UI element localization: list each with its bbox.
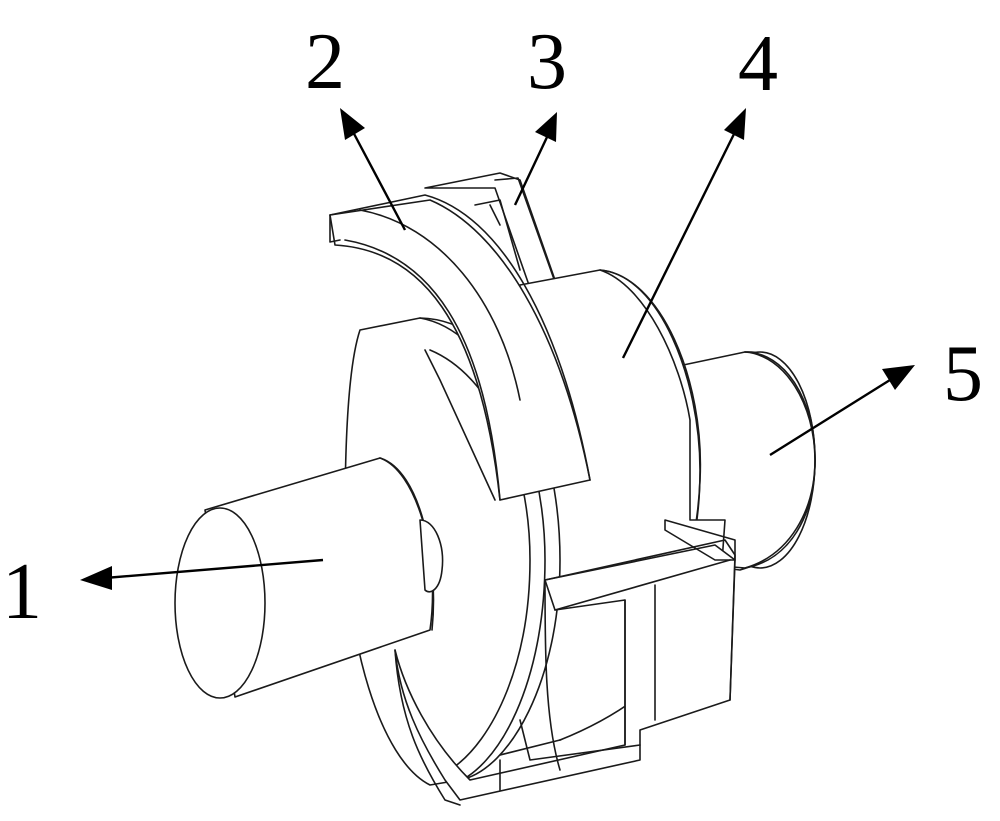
label-3: 3 [527,18,567,106]
arrowhead-4 [724,108,746,140]
label-1: 1 [2,548,42,636]
arrowhead-5 [882,365,915,390]
label-4: 4 [738,20,778,108]
arrowhead-1 [80,566,112,590]
arrowhead-2 [340,108,365,140]
leader-4 [623,132,735,358]
label-2: 2 [305,18,345,106]
label-5: 5 [943,330,983,418]
leader-3 [515,135,548,205]
